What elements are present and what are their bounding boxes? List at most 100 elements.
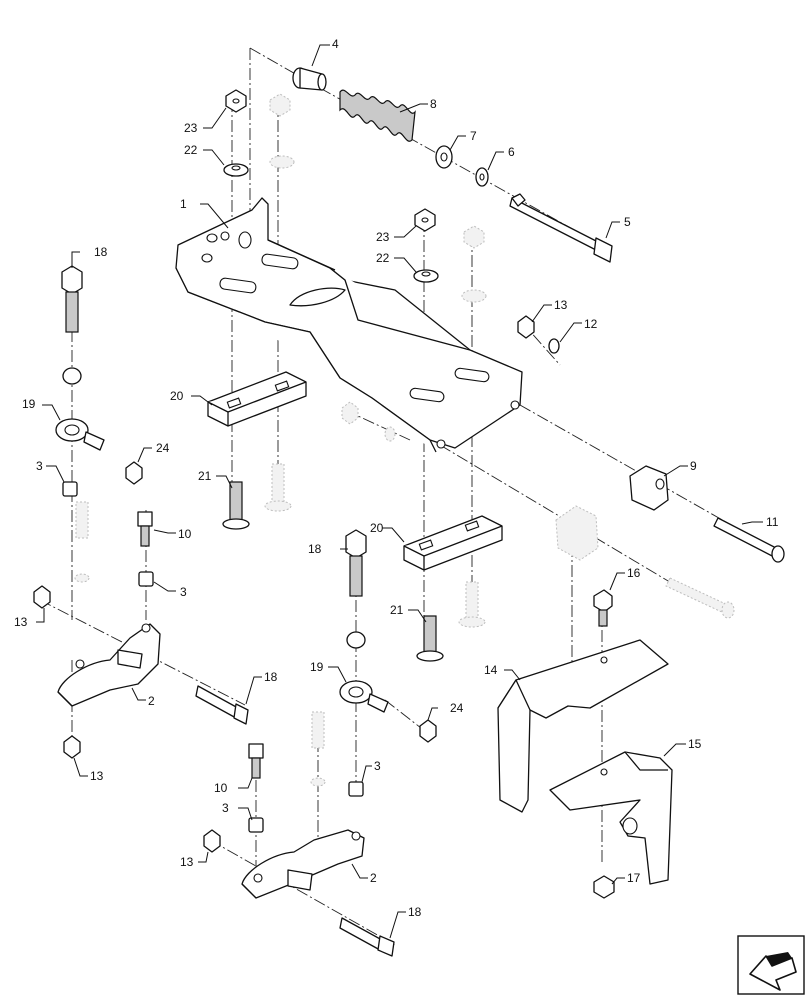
leader-lines <box>36 44 763 939</box>
callout-label: 20 <box>370 521 384 535</box>
callout-label: 3 <box>222 801 229 815</box>
hex-nut-ghost-left <box>269 93 291 117</box>
hex-bolt-18-bottom <box>339 917 395 957</box>
ghost-washer-left <box>74 573 90 583</box>
hex-nut-ghost-right <box>463 225 485 249</box>
callout-label: 10 <box>178 527 192 541</box>
ball-spacer-left <box>62 367 82 385</box>
bushing-3-middle-b <box>248 817 264 833</box>
callout-label: 15 <box>688 737 702 751</box>
spacer-block-20-left <box>207 371 307 427</box>
callout-label: 24 <box>156 441 170 455</box>
clevis-pin-11 <box>713 517 785 563</box>
callout-label: 18 <box>94 245 108 259</box>
callout-label: 13 <box>90 769 104 783</box>
hex-bolt-18-middle <box>345 529 367 597</box>
clamp-block-9 <box>629 465 669 511</box>
callout-label: 23 <box>184 121 198 135</box>
arrow-left-icon[interactable] <box>737 935 805 995</box>
callout-label: 2 <box>370 871 377 885</box>
callout-label: 21 <box>390 603 404 617</box>
bushing-3-middle <box>348 781 364 797</box>
callout-label: 14 <box>484 663 498 677</box>
flange-screw-21-right <box>416 615 444 662</box>
callout-label: 13 <box>14 615 28 629</box>
hex-nut-24-middle <box>419 719 437 743</box>
compression-spring <box>339 89 416 142</box>
callout-label: 3 <box>36 459 43 473</box>
clevis-pin-ghost <box>665 577 735 619</box>
flat-washer-6 <box>475 167 489 187</box>
hex-nut-13-left-bottom <box>63 735 81 759</box>
callout-label: 13 <box>554 298 568 312</box>
spacer-block-20-right <box>403 515 503 571</box>
hex-nut-23-left <box>225 89 247 113</box>
washer-22-right <box>413 269 439 283</box>
hex-bolt-18-left-lever <box>195 685 249 725</box>
hex-nut-ghost-plate <box>341 401 396 442</box>
callout-label: 19 <box>310 660 324 674</box>
flange-screw-ghost-right <box>458 581 486 628</box>
callout-label: 23 <box>376 230 390 244</box>
bushing-3-left-b <box>138 571 154 587</box>
bushing-3-left <box>62 481 78 497</box>
callout-label: 16 <box>627 566 641 580</box>
flange-bolt-16 <box>593 589 613 627</box>
flange-screw-21-left <box>222 481 250 530</box>
clamp-block-ghost <box>555 505 599 561</box>
lever-arm-2-left <box>57 623 161 707</box>
flat-washer-7 <box>435 145 453 169</box>
cap-screw-10-left <box>137 511 153 547</box>
ball-spacer-middle <box>346 631 366 649</box>
callout-label: 24 <box>450 701 464 715</box>
callout-label: 18 <box>264 670 278 684</box>
callout-label: 13 <box>180 855 194 869</box>
callout-label: 18 <box>408 905 422 919</box>
cap-screw-ghost-left <box>75 501 89 539</box>
lever-arm-2-middle <box>241 829 365 899</box>
callout-label: 2 <box>148 694 155 708</box>
callout-label: 3 <box>374 759 381 773</box>
hex-nut-23-right <box>414 208 436 232</box>
callout-label: 3 <box>180 585 187 599</box>
callout-label: 9 <box>690 459 697 473</box>
callout-label: 1 <box>180 197 187 211</box>
rod-end-19-left <box>55 418 105 451</box>
callout-label: 21 <box>198 469 212 483</box>
washer-ghost-right <box>461 289 487 303</box>
flange-nut-17 <box>593 875 615 899</box>
washer-22-left <box>223 163 249 177</box>
rod-end-19-middle <box>339 680 389 713</box>
flange-screw-ghost-left <box>264 463 292 512</box>
hex-nut-13-middle <box>203 829 221 853</box>
callout-label: 12 <box>584 317 598 331</box>
callout-label: 11 <box>766 515 779 529</box>
callout-labels: 1 2 2 3 3 3 3 4 5 6 7 8 9 10 10 11 12 13… <box>14 37 779 919</box>
hex-bolt-18-top-left <box>61 265 83 333</box>
callout-label: 7 <box>470 129 477 143</box>
flanged-bushing <box>292 67 327 91</box>
hex-nut-13-left-top <box>33 585 51 609</box>
callout-label: 5 <box>624 215 631 229</box>
callout-label: 17 <box>627 871 641 885</box>
callout-label: 20 <box>170 389 184 403</box>
callout-label: 22 <box>376 251 390 265</box>
cap-screw-ghost-middle <box>310 711 326 787</box>
angle-bracket-14 <box>497 639 669 813</box>
callout-label: 18 <box>308 542 322 556</box>
main-bracket-plate <box>175 197 523 453</box>
angle-bracket-15 <box>549 751 673 885</box>
cap-screw-10-middle <box>248 743 264 779</box>
hex-bolt-5 <box>509 193 613 263</box>
hex-nut-24-left <box>125 461 143 485</box>
callout-label: 4 <box>332 37 339 51</box>
callout-label: 8 <box>430 97 437 111</box>
callout-label: 19 <box>22 397 36 411</box>
callout-label: 10 <box>214 781 228 795</box>
callout-label: 6 <box>508 145 515 159</box>
washer-12 <box>548 338 560 354</box>
washer-ghost-left <box>269 155 295 169</box>
hex-nut-13-plate <box>517 315 535 339</box>
callout-label: 22 <box>184 143 198 157</box>
